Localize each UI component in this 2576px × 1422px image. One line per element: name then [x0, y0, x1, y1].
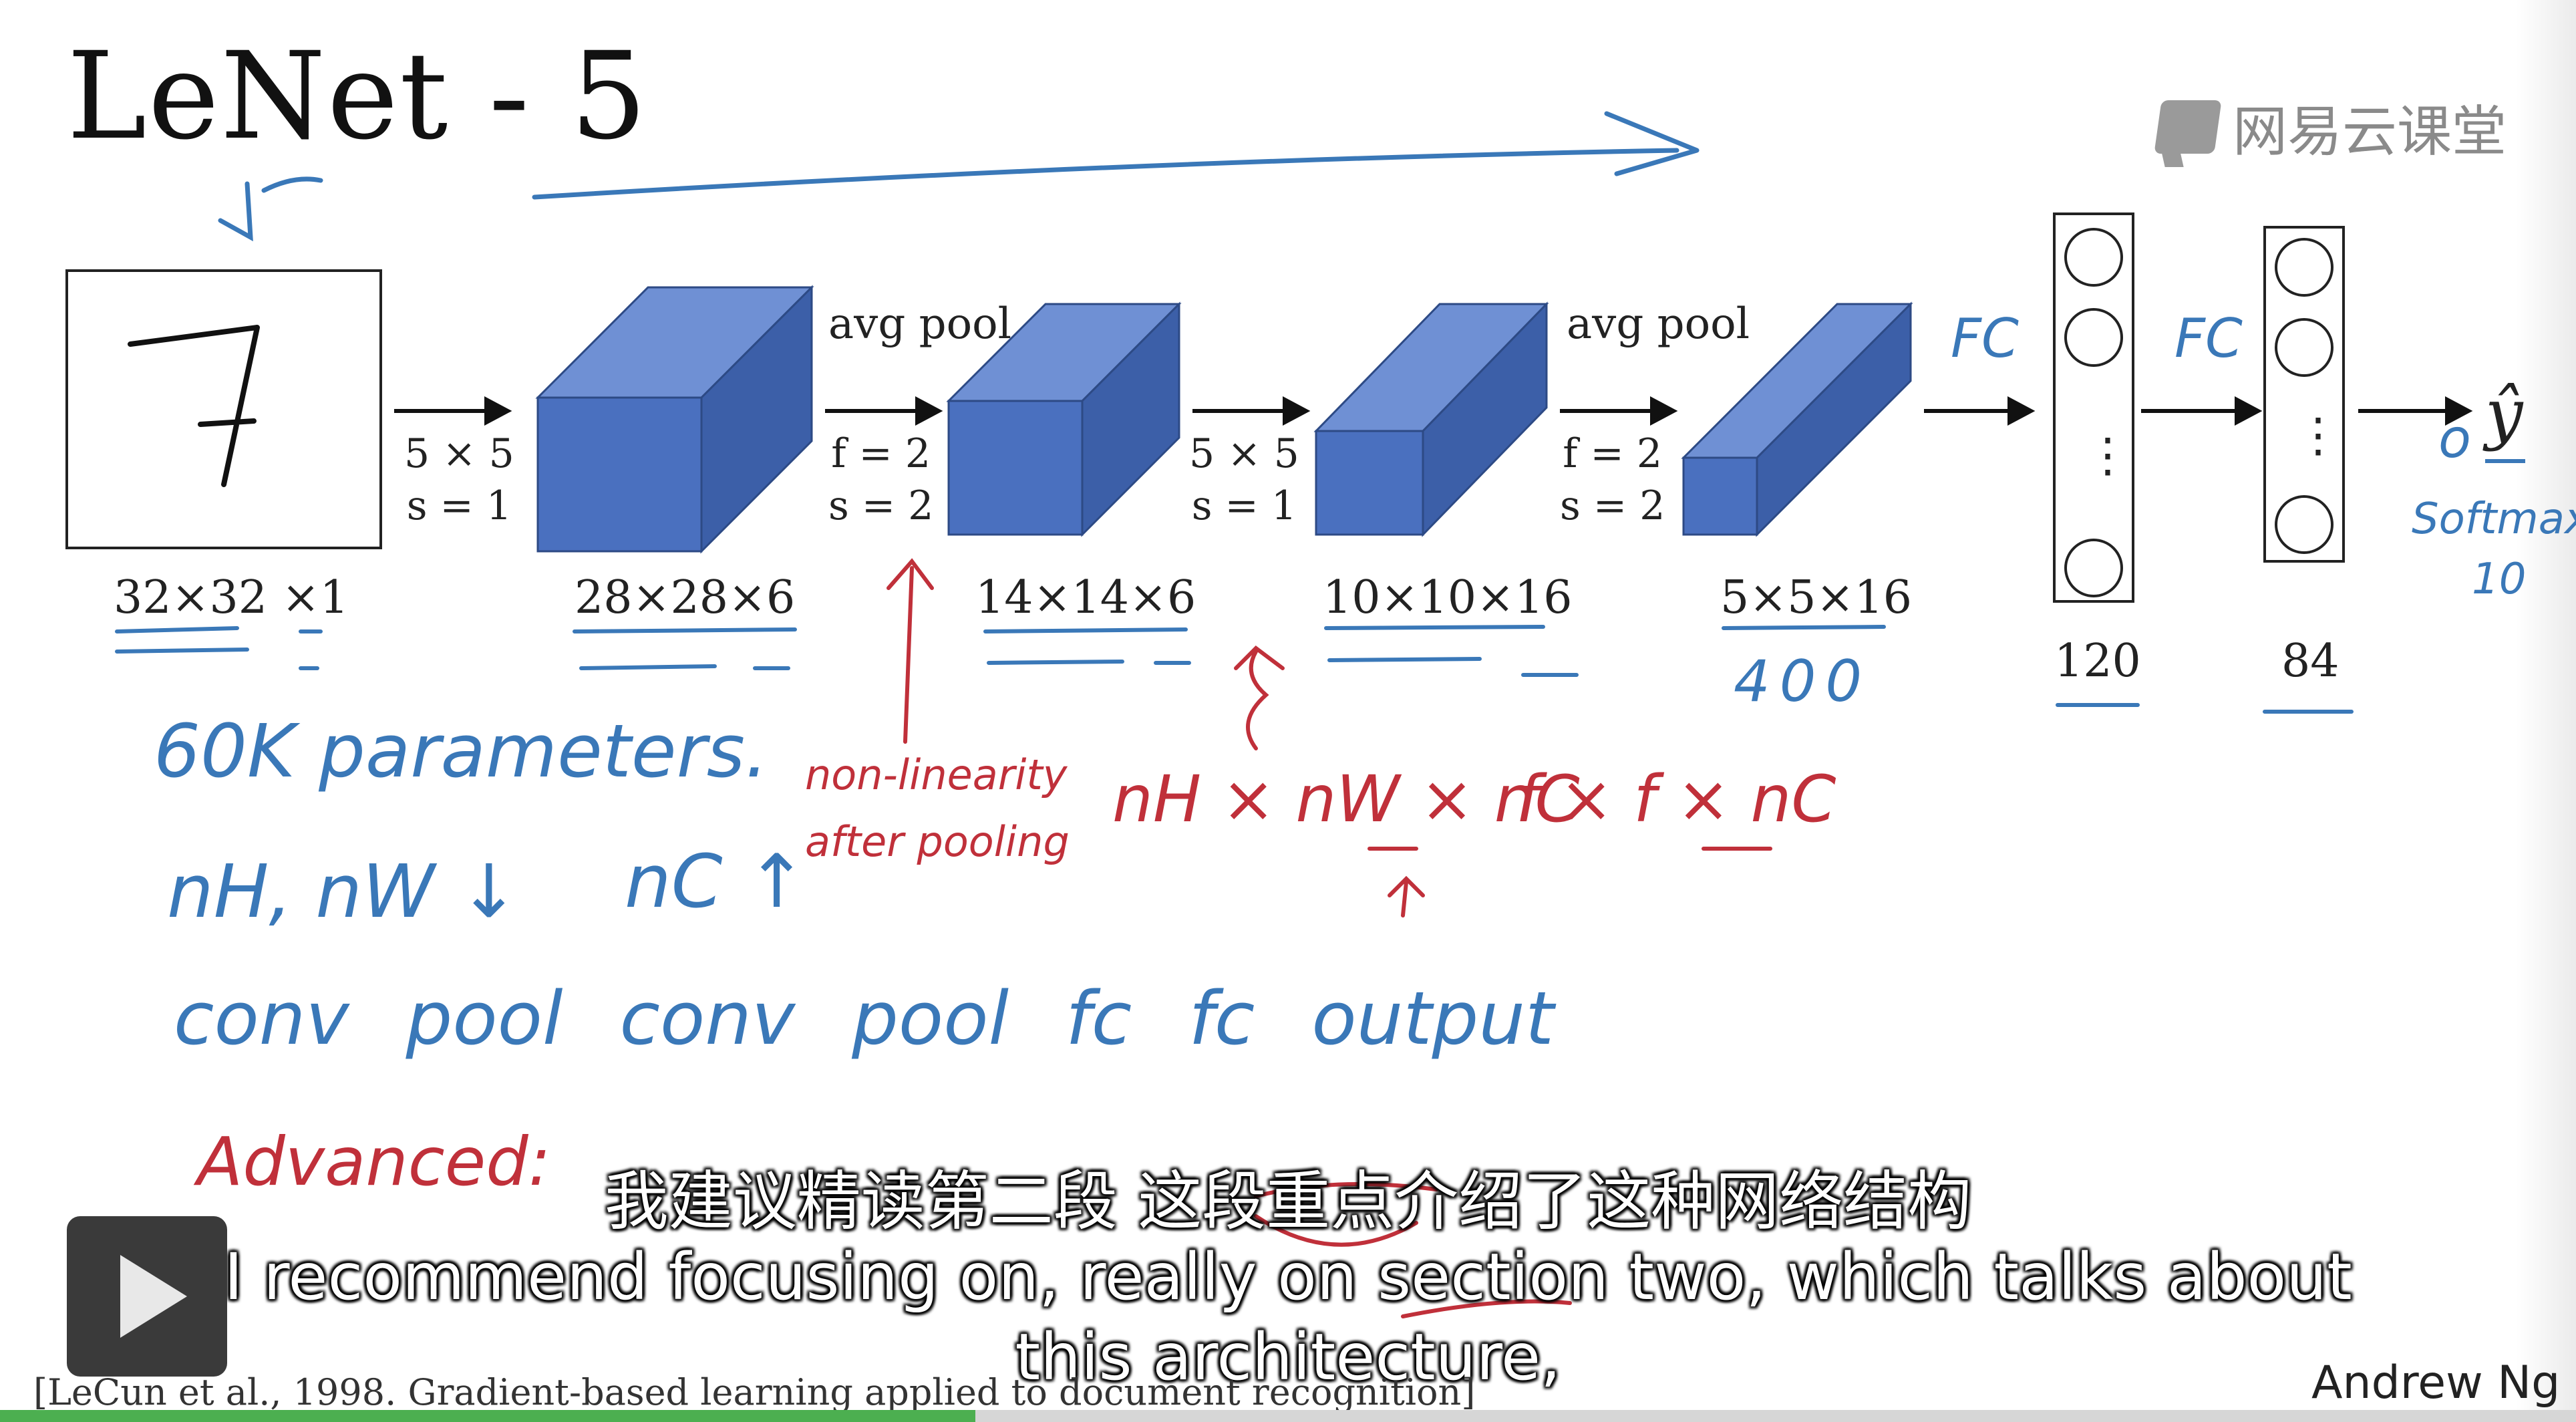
fc1-note: FC [1951, 307, 2019, 370]
pool1-params: f = 2 s = 2 [828, 428, 933, 532]
conv1-dim: 28×28×6 [575, 571, 796, 624]
input-image-box [65, 269, 382, 549]
nonlinearity-line2: after pooling [805, 817, 1070, 866]
input-digit: 7 [110, 301, 255, 528]
conv2-dim: 10×10×16 [1323, 571, 1573, 624]
subtitle-chinese: 我建议精读第二段 这段重点介绍了这种网络结构 [604, 1164, 1972, 1239]
conv1-params: 5 × 5 s = 1 [404, 428, 514, 532]
advanced-note: Advanced: [197, 1123, 551, 1201]
conv2-stride: s = 1 [1191, 482, 1297, 529]
subtitle-english-line1: I recommend focusing on, really on secti… [224, 1240, 2352, 1314]
fc2-ellipsis: ⋮ [2295, 408, 2342, 462]
dim-underlines [115, 625, 2354, 714]
overview-arrow [532, 148, 1679, 200]
pool2-params: f = 2 s = 2 [1560, 428, 1665, 532]
input-marker [218, 176, 323, 242]
pool2-stride: s = 2 [1560, 482, 1665, 529]
citation: [LeCun et al., 1998. Gradient-based lear… [33, 1371, 1476, 1413]
fc2-note: FC [2175, 307, 2243, 370]
progress-fill [0, 1410, 975, 1422]
nonlinearity-line1: non-linearity [805, 750, 1068, 799]
fc2-layer [2263, 226, 2345, 563]
conv1-stride: s = 1 [406, 482, 512, 529]
pool1-label: avg pool [828, 299, 1012, 349]
digit-stroke [128, 325, 260, 487]
slide-title: LeNet - 5 [67, 27, 649, 166]
overview-arrowhead [1604, 111, 1700, 176]
pool2-dim: 5×5×16 [1720, 571, 1913, 624]
pool1-filter: f = 2 [831, 430, 931, 477]
output-yhat: ŷ [2485, 374, 2523, 452]
pool1-dim: 14×14×6 [975, 571, 1196, 624]
logo-text: 网易云课堂 [2233, 100, 2507, 164]
fc1-size: 120 [2054, 635, 2141, 688]
flatten-note: 400 [1734, 648, 1872, 715]
params-note: 60K parameters. [154, 708, 769, 794]
subtitle-english-line2: this architecture, [1015, 1320, 1561, 1395]
volume-note: nH × nW × nC [1112, 762, 1580, 837]
pool1-volume [946, 301, 1182, 537]
nc-note: nC ↑ [625, 839, 808, 924]
conv2-params: 5 × 5 s = 1 [1189, 428, 1299, 532]
layer-sequence-note: conv pool conv pool fc fc output [174, 976, 1555, 1061]
nonlinearity-note: non-linearity after pooling [805, 742, 1070, 875]
right-edge-shadow [2516, 0, 2576, 1422]
layer-arrows [394, 396, 2473, 426]
play-button[interactable] [67, 1216, 227, 1377]
author-name: Andrew Ng [2311, 1357, 2561, 1409]
output-zero-note: o [2438, 408, 2471, 470]
pool2-label: avg pool [1567, 299, 1750, 349]
fc1-layer [2053, 212, 2134, 603]
softmax-count-note: 10 [2472, 555, 2527, 604]
course-logo: 网易云课堂 [2154, 87, 2507, 166]
filter-note: f × f × nC [1516, 762, 1836, 837]
pool1-stride: s = 2 [828, 482, 934, 529]
red-strokes [887, 558, 1772, 1318]
fc2-size: 84 [2281, 635, 2340, 688]
play-icon [120, 1255, 187, 1338]
conv1-filter: 5 × 5 [404, 430, 514, 477]
softmax-note: Softmax [2412, 494, 2576, 544]
pool2-filter: f = 2 [1563, 430, 1663, 477]
conv2-filter: 5 × 5 [1189, 430, 1299, 477]
nh-nw-note: nH, nW ↓ [167, 849, 520, 934]
conv2-volume [1313, 301, 1549, 537]
input-dim: 32×32 ×1 [114, 571, 349, 624]
conv1-volume [535, 285, 814, 554]
pool2-volume [1681, 301, 1913, 537]
fc1-ellipsis: ⋮ [2084, 428, 2131, 482]
